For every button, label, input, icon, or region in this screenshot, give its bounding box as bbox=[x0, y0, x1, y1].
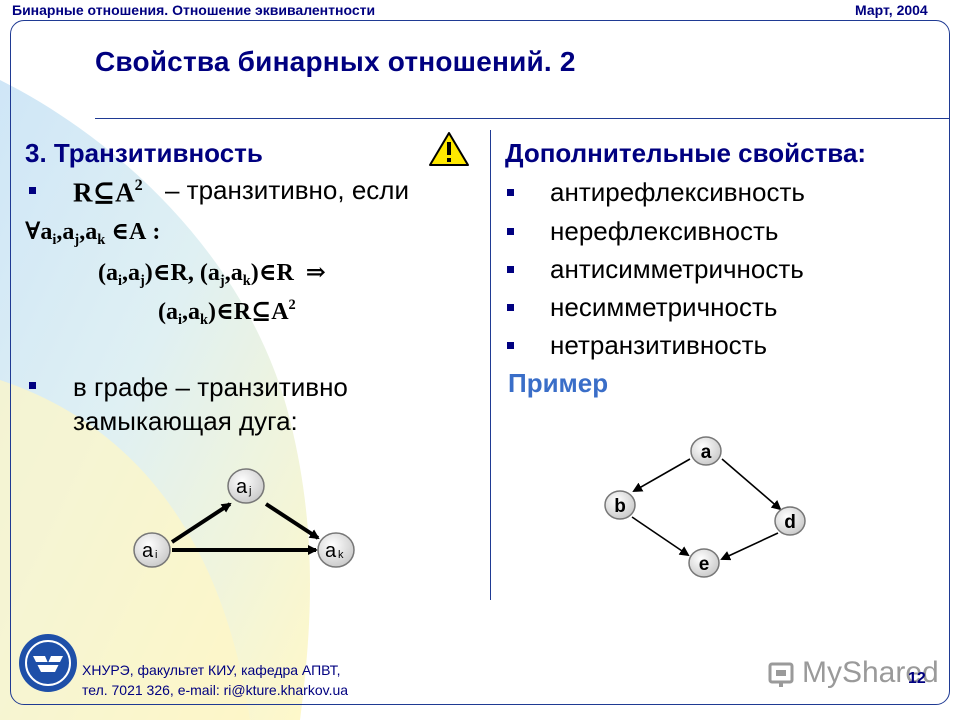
expr-part: (a bbox=[158, 299, 178, 325]
expr-part: ,a bbox=[224, 260, 243, 286]
property-label: антирефлексивность bbox=[550, 177, 805, 207]
graph-bullet-line2: замыкающая дуга: bbox=[73, 406, 298, 436]
bullet-marker bbox=[29, 382, 36, 389]
node-e-label: e bbox=[699, 554, 710, 575]
node-ai-label: a bbox=[142, 540, 154, 562]
bullet-marker bbox=[507, 304, 514, 311]
expr-part: (a bbox=[98, 260, 118, 286]
property-label: нетранзитивность bbox=[550, 330, 768, 360]
expr-part: ,a bbox=[182, 299, 200, 325]
edge-j-k bbox=[264, 502, 320, 540]
edge-i-j bbox=[170, 502, 232, 544]
footer-line1: ХНУРЭ, факультет КИУ, кафедра АПВТ, bbox=[82, 662, 341, 678]
column-divider bbox=[490, 130, 491, 600]
graph-bullet: в графе – транзитивно замыкающая дуга: bbox=[25, 370, 485, 438]
conclusion-line: (ai,ak)∈R⊆A2 bbox=[158, 296, 296, 329]
var-a: a bbox=[62, 219, 75, 245]
node-b-label: b bbox=[614, 496, 626, 517]
sub-i: i bbox=[52, 232, 57, 249]
edge-b-e bbox=[631, 516, 690, 557]
node-ak-label: a bbox=[325, 540, 337, 562]
transitivity-definition: R⊆A2 – транзитивно, если bbox=[25, 175, 485, 212]
node-a-label: a bbox=[701, 442, 712, 463]
expr-part: )∈R bbox=[250, 260, 294, 286]
exponent: 2 bbox=[288, 296, 296, 313]
node-e bbox=[688, 548, 720, 578]
header-date: Март, 2004 bbox=[855, 2, 928, 18]
transitivity-heading: 3. Транзитивность bbox=[25, 138, 263, 168]
in-set-a: ∈A bbox=[111, 219, 147, 245]
colon: : bbox=[152, 219, 161, 245]
expr-part: )∈R⊆A bbox=[208, 299, 289, 325]
edge-a-b bbox=[632, 458, 691, 492]
forall-symbol: ∀ bbox=[25, 219, 41, 245]
sub-i: i bbox=[178, 312, 182, 329]
university-logo bbox=[19, 634, 77, 692]
sub-j: j bbox=[74, 232, 80, 249]
node-d-label: d bbox=[784, 512, 796, 533]
transitive-closure-graph: a i a j a k bbox=[133, 468, 355, 568]
property-item: антисимметричность bbox=[505, 254, 804, 285]
sub-j: j bbox=[140, 273, 145, 290]
relation-r: R bbox=[73, 177, 93, 208]
premise-line: (ai,aj)∈R, (aj,ak)∈R ⇒ bbox=[98, 257, 326, 290]
page-number: 12 bbox=[908, 670, 926, 687]
watermark-text: MyShared bbox=[802, 656, 939, 689]
example-label: Пример bbox=[508, 368, 609, 398]
expr-part: )∈R, (a bbox=[144, 260, 220, 286]
footer-line2: тел. 7021 326, e-mail: ri@kture.kharkov.… bbox=[82, 682, 349, 698]
bullet-marker bbox=[29, 187, 36, 194]
expr-part: ,a bbox=[122, 260, 140, 286]
property-label: антисимметричность bbox=[550, 254, 804, 284]
header-course-title: Бинарные отношения. Отношение эквивалент… bbox=[12, 2, 376, 18]
var-a: a bbox=[85, 219, 98, 245]
implies-symbol: ⇒ bbox=[305, 260, 326, 286]
subset-symbol: ⊆ bbox=[92, 177, 116, 208]
sub-k: k bbox=[97, 232, 106, 249]
warning-icon bbox=[429, 132, 469, 166]
edge-a-d bbox=[721, 458, 782, 511]
exponent: 2 bbox=[134, 176, 143, 194]
property-label: нерефлексивность bbox=[550, 216, 779, 246]
property-item: нетранзитивность bbox=[505, 330, 767, 361]
node-aj bbox=[227, 468, 265, 504]
node-ai bbox=[133, 532, 171, 568]
node-b bbox=[604, 490, 636, 520]
node-d bbox=[774, 506, 806, 536]
sub-i: i bbox=[118, 273, 122, 290]
bullet-marker bbox=[507, 266, 514, 273]
title-rule bbox=[95, 118, 950, 119]
var-a: a bbox=[40, 219, 53, 245]
property-label: несимметричность bbox=[550, 292, 778, 322]
sub-k: k bbox=[200, 312, 209, 329]
definition-text: – транзитивно, если bbox=[165, 175, 409, 205]
additional-properties-heading: Дополнительные свойства: bbox=[505, 138, 867, 168]
bullet-marker bbox=[507, 342, 514, 349]
property-item: антирефлексивность bbox=[505, 177, 805, 208]
slide-title: Свойства бинарных отношений. 2 bbox=[95, 46, 576, 77]
property-item: нерефлексивность bbox=[505, 216, 778, 247]
example-graph: a b d e bbox=[604, 436, 806, 578]
footer-contact: ХНУРЭ, факультет КИУ, кафедра АПВТ, тел.… bbox=[82, 660, 348, 700]
sub-j: j bbox=[219, 273, 225, 290]
property-item: несимметричность bbox=[505, 292, 777, 323]
sub-k: k bbox=[242, 273, 251, 290]
graph-bullet-line1: в графе – транзитивно bbox=[73, 372, 348, 402]
node-ak-sub: k bbox=[338, 549, 344, 561]
node-aj-label: a bbox=[236, 476, 248, 498]
bullet-marker bbox=[507, 228, 514, 235]
node-ak bbox=[317, 532, 355, 568]
presentation-logo bbox=[768, 662, 794, 687]
node-aj-sub: j bbox=[248, 485, 251, 497]
quantifier-line: ∀ai,aj,ak ∈A : bbox=[25, 219, 161, 249]
bullet-marker bbox=[507, 189, 514, 196]
set-a: A bbox=[115, 177, 135, 208]
node-a bbox=[690, 436, 722, 466]
slide-frame bbox=[10, 20, 950, 705]
node-ai-sub: i bbox=[155, 549, 157, 561]
edge-d-e bbox=[720, 532, 779, 561]
